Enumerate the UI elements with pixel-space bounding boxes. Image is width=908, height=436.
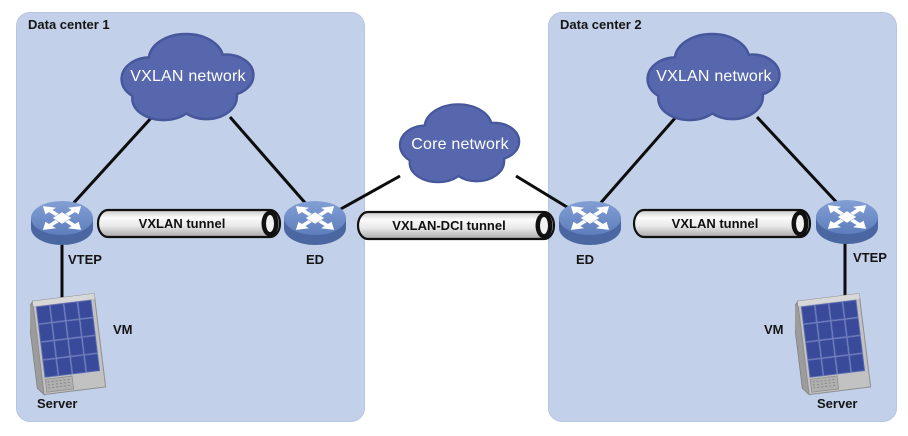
vxlan-dci-tunnel-cylinder bbox=[356, 210, 556, 241]
server-icon-dc1 bbox=[30, 283, 110, 399]
data-center-2-title: Data center 2 bbox=[560, 17, 642, 32]
vm-label-dc1: VM bbox=[113, 322, 133, 337]
vxlan-cloud-dc1-label: VXLAN network bbox=[130, 68, 246, 85]
vtep-router-icon-dc1 bbox=[29, 193, 95, 249]
vxlan-tunnel-dc1-cylinder bbox=[96, 208, 282, 239]
vxlan-tunnel-dc2-cylinder bbox=[632, 208, 812, 239]
vtep-label-dc1: VTEP bbox=[68, 252, 102, 267]
server-label-dc2: Server bbox=[817, 396, 858, 411]
core-network-cloud-label: Core network bbox=[411, 136, 509, 153]
vxlan-dci-tunnel-label: VXLAN-DCI tunnel bbox=[392, 218, 506, 233]
data-center-1-title: Data center 1 bbox=[28, 17, 110, 32]
vxlan-tunnel-dc2-label: VXLAN tunnel bbox=[671, 216, 759, 231]
ed-label-dc2: ED bbox=[576, 252, 595, 267]
ed-router-icon-dc2 bbox=[557, 193, 623, 249]
vtep-label-dc2: VTEP bbox=[853, 250, 887, 265]
vtep-router-icon-dc2 bbox=[814, 192, 880, 248]
ed-router-icon-dc1 bbox=[282, 193, 348, 249]
server-label-dc1: Server bbox=[37, 396, 78, 411]
vxlan-tunnel-dc1-label: VXLAN tunnel bbox=[138, 216, 226, 231]
server-icon-dc2 bbox=[795, 283, 875, 399]
vm-label-dc2: VM bbox=[764, 322, 784, 337]
ed-label-dc1: ED bbox=[306, 252, 325, 267]
vxlan-cloud-dc2-label: VXLAN network bbox=[656, 68, 772, 85]
